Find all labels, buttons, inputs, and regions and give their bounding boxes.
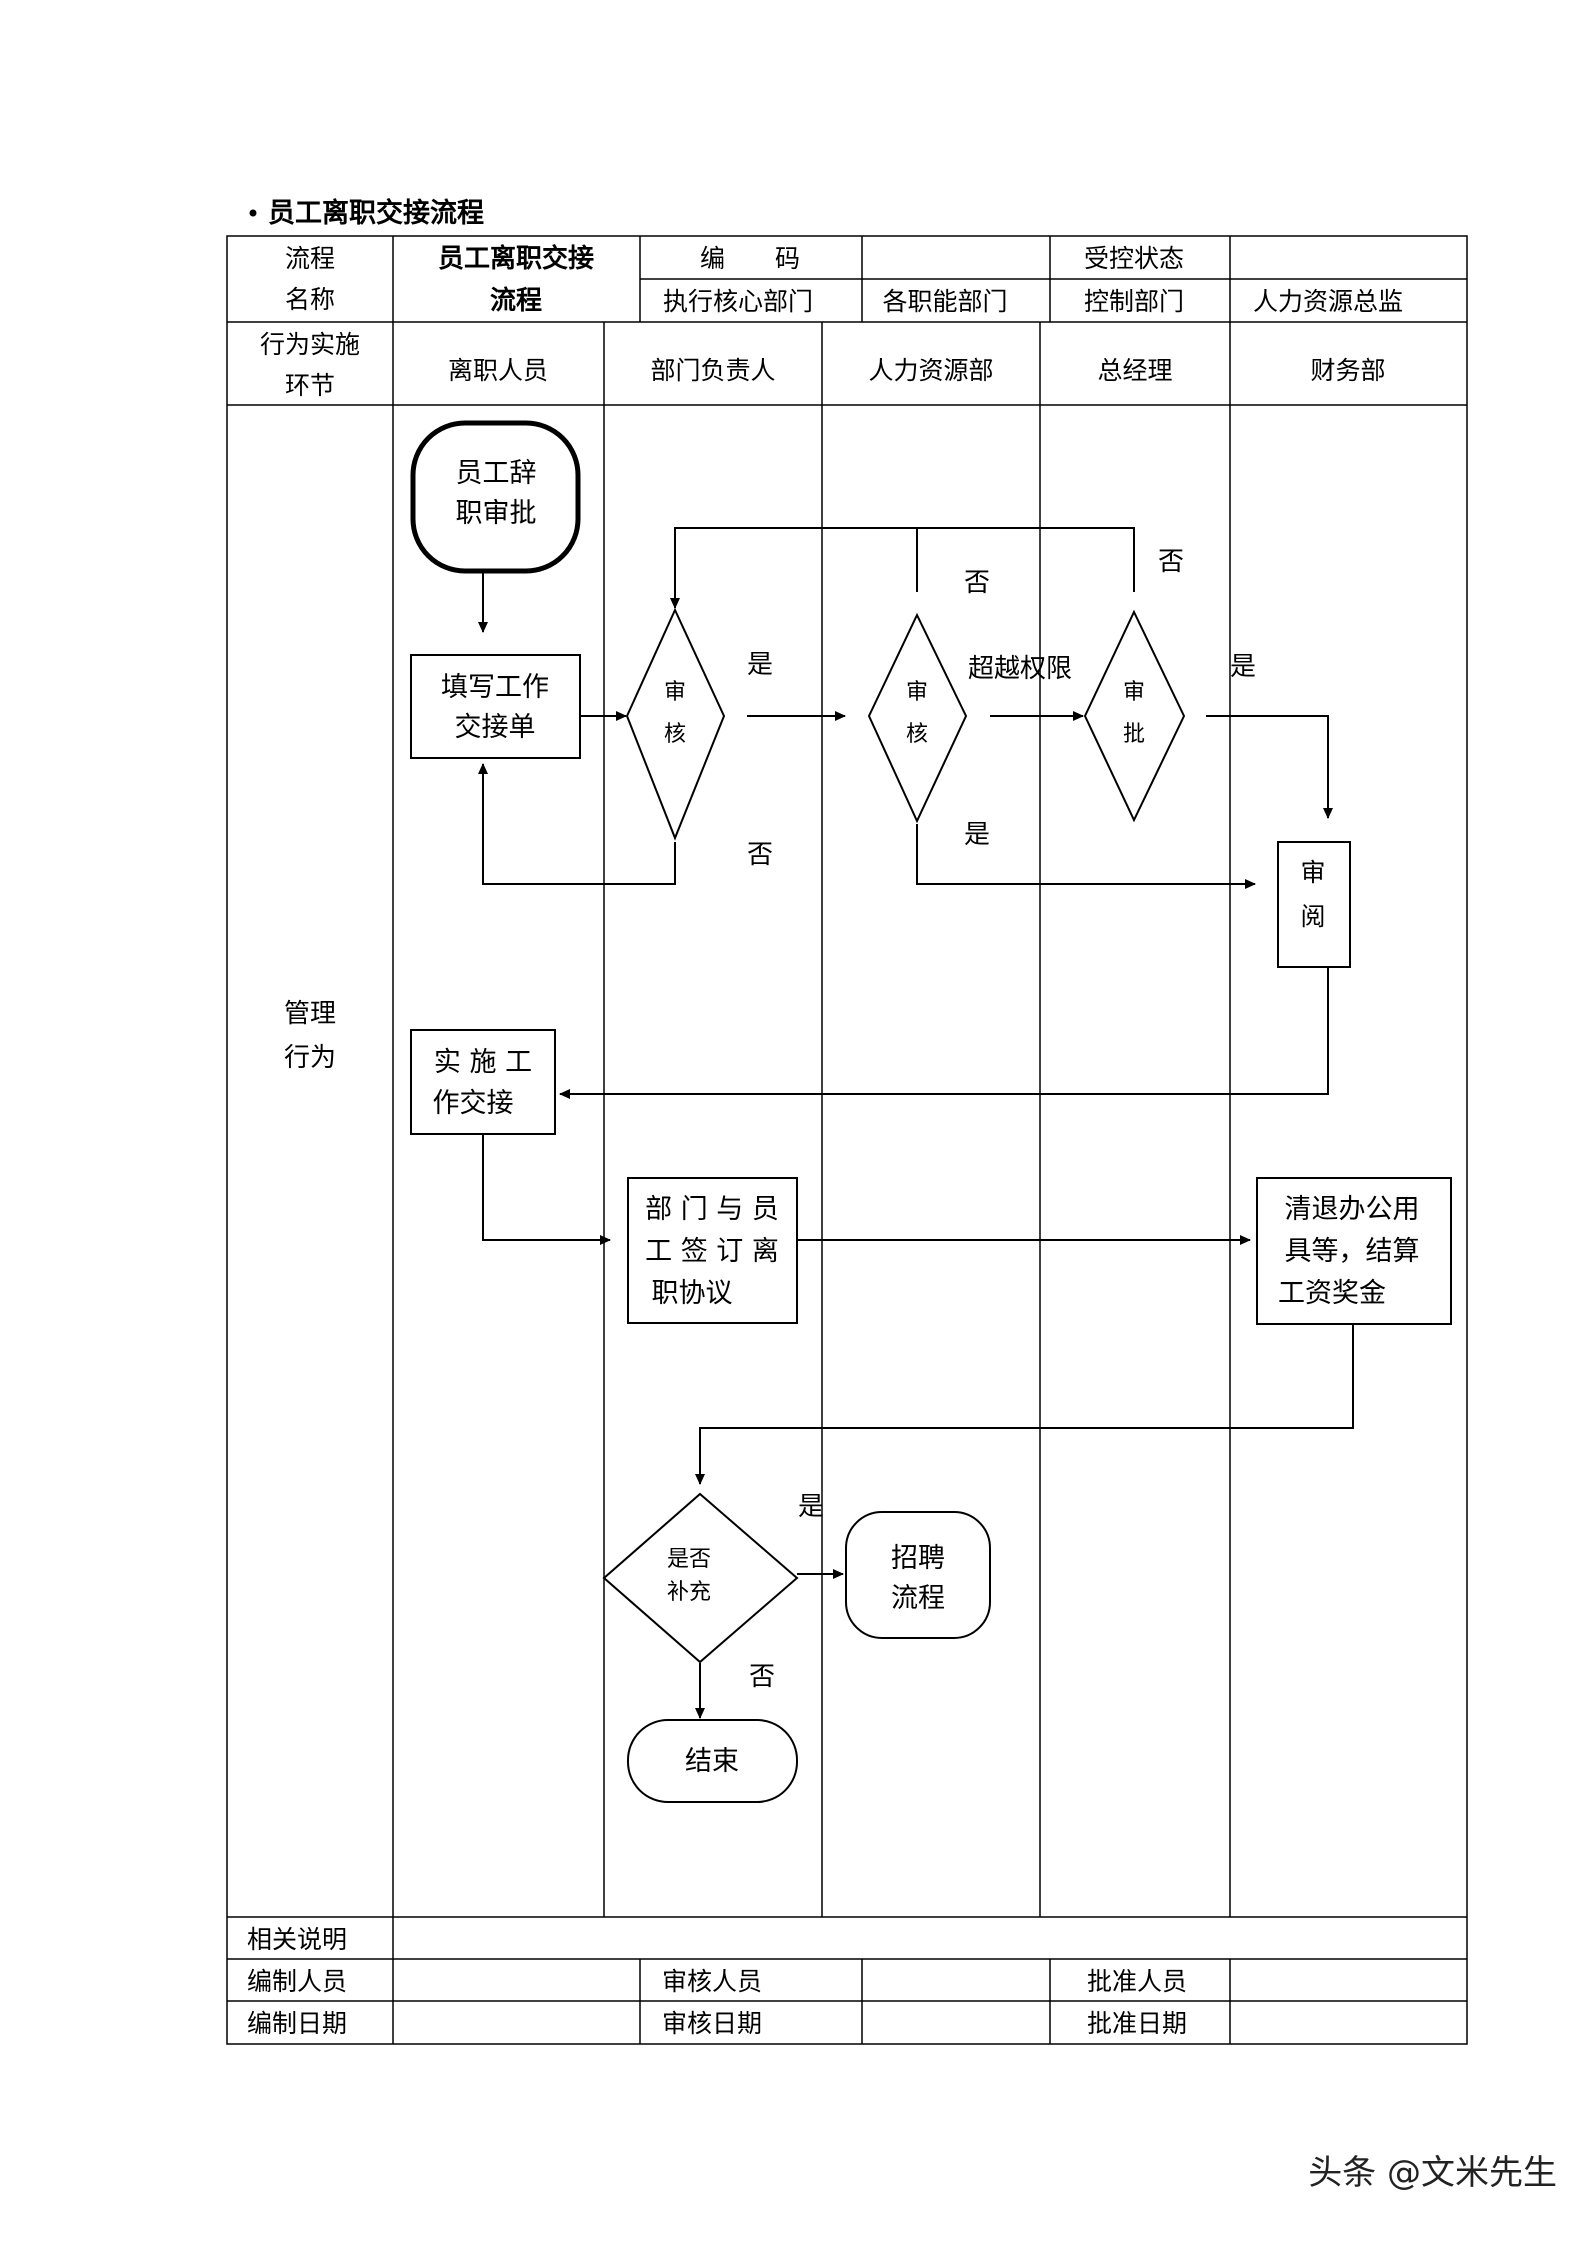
node-end: 结束 [627,1719,798,1803]
page-title: 员工离职交接流程 [249,197,484,229]
node-approve-text: 审 [1123,680,1145,705]
bullet-icon [249,209,257,217]
body-row-label: 管理 [284,999,336,1029]
edge-labels: 是 否 否 超越权限 是 否 是 是 否 [747,547,1256,1692]
notes-label: 相关说明 [247,1925,347,1954]
node-fill-form-text: 填写工作 [441,672,549,703]
lane-header: 人力资源部 [868,356,993,385]
lane-header: 财务部 [1310,356,1385,385]
exec-dept-label: 执行核心部门 [663,287,813,316]
control-dept-label: 控制部门 [1084,287,1184,316]
node-settle: 清退办公用 具等，结算 工资奖金 [1256,1177,1452,1325]
page-title-text: 员工离职交接流程 [268,197,484,229]
node-fill-form-text: 交接单 [455,712,536,743]
node-review-1: 审 核 [625,607,726,841]
edge-label-yes: 是 [964,820,990,850]
control-dept-value: 人力资源总监 [1253,287,1403,316]
node-refill-decision: 是否 补充 [602,1492,799,1664]
node-start-text: 员工辞 [456,458,537,489]
node-agreement-text: 职协议 [652,1278,733,1309]
table-footer: 相关说明 编制人员 审核人员 批准人员 编制日期 审核日期 批准日期 [247,1925,1187,2038]
lane-header: 总经理 [1097,356,1172,385]
watermark: 头条 @文米先生 [1308,2153,1557,2193]
node-recruit-text: 流程 [891,1583,945,1614]
edge-label-no: 否 [747,840,773,870]
node-agreement-text: 部 门 与 员 [645,1194,779,1225]
controlled-status-label: 受控状态 [1084,244,1184,273]
code-label: 编 码 [700,244,800,273]
node-handover-text: 作交接 [433,1088,514,1119]
node-review-1-text: 审 [664,680,686,705]
edge-label-no: 否 [1158,547,1184,577]
approved-date-label: 批准日期 [1087,2009,1187,2038]
node-end-text: 结束 [685,1746,739,1777]
node-agreement-text: 工 签 订 离 [645,1236,779,1267]
node-recruit-text: 招聘 [891,1543,945,1574]
edge-label-yes: 是 [747,650,773,680]
node-refill-text: 是否 [667,1547,711,1572]
node-read-text: 审 [1300,858,1325,887]
node-start-text: 职审批 [456,498,537,529]
node-review-1-text: 核 [664,722,686,747]
node-handover-text: 实 施 工 [434,1047,532,1078]
node-review-2-text: 核 [906,722,928,747]
edge-label-exceed: 超越权限 [968,654,1072,684]
node-recruit: 招聘 流程 [845,1511,991,1639]
functional-dept-label: 各职能部门 [882,287,1007,316]
node-approve: 审 批 [1083,609,1186,823]
edge-label-yes: 是 [1230,652,1256,682]
approved-by-label: 批准人员 [1087,1967,1187,1996]
lane-header: 部门负责人 [650,356,775,385]
table-grid [226,235,1468,2045]
node-settle-text: 工资奖金 [1278,1278,1386,1309]
reviewed-by-label: 审核人员 [662,1967,762,1996]
node-settle-text: 具等，结算 [1285,1236,1420,1267]
lane-headers: 行为实施 环节 离职人员 部门负责人 人力资源部 总经理 财务部 [260,330,1386,400]
edge-label-no: 否 [964,568,990,598]
node-read: 审 阅 [1277,841,1351,968]
table-header: 流程 名称 员工离职交接 流程 编 码 受控状态 执行核心部门 各职能部门 控制… [285,243,1403,316]
node-read-text: 阅 [1300,902,1325,931]
node-agreement: 部 门 与 员 工 签 订 离 职协议 [627,1177,798,1324]
edge-label-yes: 是 [798,1492,824,1522]
reviewed-date-label: 审核日期 [662,2009,762,2038]
prepared-by-label: 编制人员 [247,1967,347,1996]
nodes: 员工辞 职审批 填写工作 交接单 审 核 审 核 审 批 审 [410,420,1452,1803]
row-label: 环节 [285,371,335,400]
flow-name-label: 名称 [285,285,335,314]
prepared-date-label: 编制日期 [247,2009,347,2038]
node-review-2: 审 核 [867,612,968,824]
node-handover: 实 施 工 作交接 [410,1029,556,1135]
node-fill-form: 填写工作 交接单 [410,654,581,759]
node-start: 员工辞 职审批 [410,420,581,574]
edge-label-no: 否 [749,1662,775,1692]
flow-name-value: 流程 [490,286,542,316]
body-row-label: 行为 [284,1043,336,1073]
row-label: 行为实施 [260,330,360,359]
node-approve-text: 批 [1123,722,1145,747]
connectors [478,527,1354,1719]
lane-header: 离职人员 [448,356,548,385]
flow-name-label: 流程 [285,244,335,273]
flow-name-value: 员工离职交接 [438,243,594,274]
node-settle-text: 清退办公用 [1285,1194,1420,1225]
node-review-2-text: 审 [906,680,928,705]
node-refill-text: 补充 [667,1580,711,1605]
